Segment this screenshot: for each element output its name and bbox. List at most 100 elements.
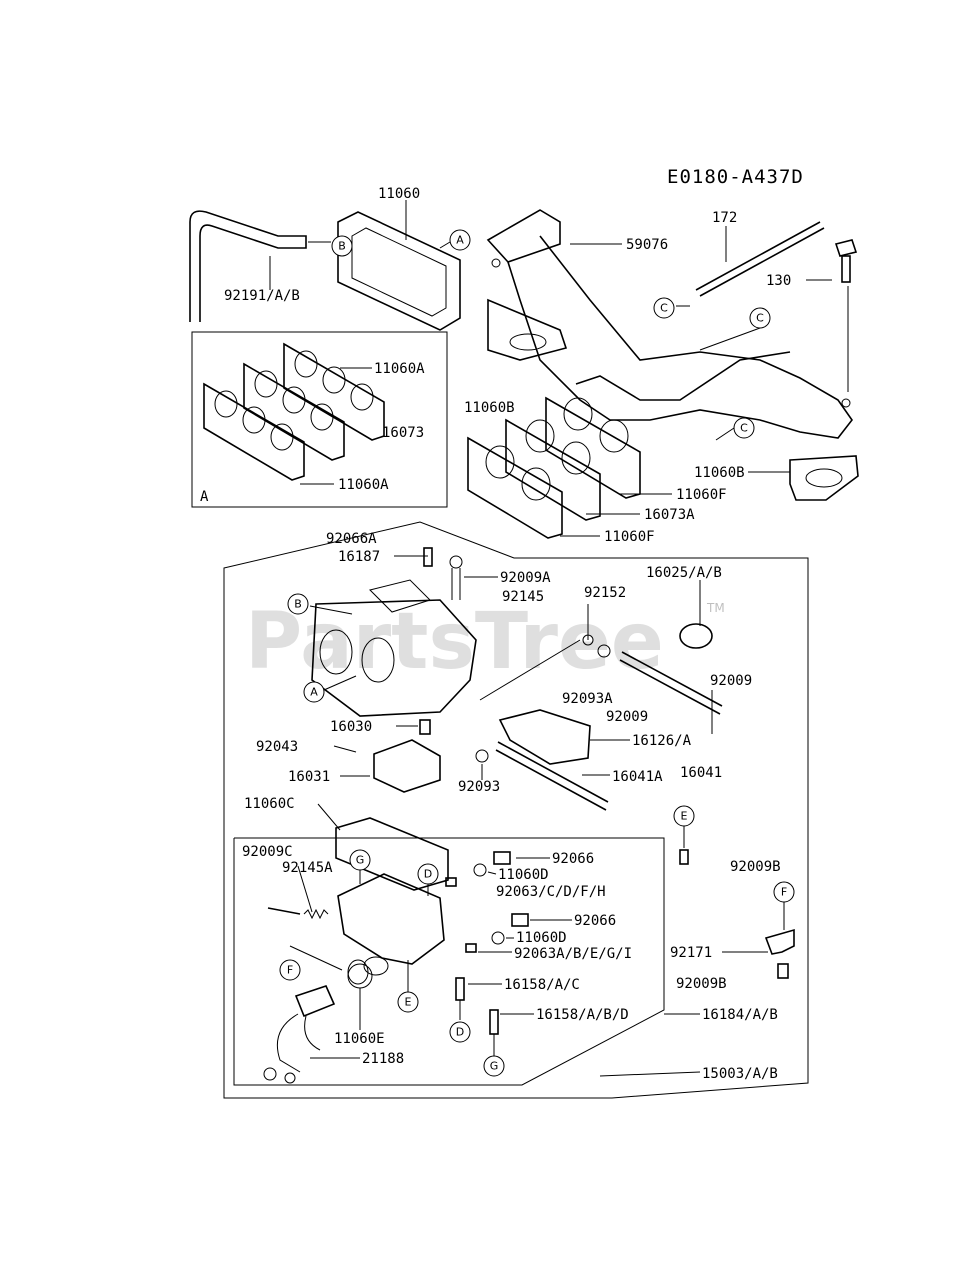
svg-text:E: E xyxy=(681,810,688,823)
callout-16073A: 16073A xyxy=(644,507,695,523)
screw-16158AC xyxy=(455,977,465,1001)
ref-marker-G-1: G xyxy=(349,849,371,871)
ref-marker-D-2: D xyxy=(449,1021,471,1043)
callout-92009-right: 92009 xyxy=(710,673,752,689)
callout-11060F-1: 11060F xyxy=(676,487,727,503)
callout-16184: 16184/A/B xyxy=(702,1007,778,1023)
callout-15003: 15003/A/B xyxy=(702,1066,778,1082)
ref-marker-F-2: F xyxy=(279,959,301,981)
svg-text:A: A xyxy=(456,234,464,247)
svg-text:F: F xyxy=(781,886,787,899)
nut-92093 xyxy=(475,749,489,763)
callout-92145A: 92145A xyxy=(282,860,333,876)
callout-92009-mid: 92009 xyxy=(606,709,648,725)
svg-text:C: C xyxy=(660,302,668,315)
callout-16126: 16126/A xyxy=(632,733,692,749)
solenoid-21188 xyxy=(263,985,336,1084)
callout-16031: 16031 xyxy=(288,769,330,785)
callout-92063CDFH: 92063/C/D/F/H xyxy=(496,884,606,900)
callout-92063ABEGI: 92063A/B/E/G/I xyxy=(514,946,632,962)
callout-92043: 92043 xyxy=(256,739,298,755)
callout-92009A: 92009A xyxy=(500,570,551,586)
svg-text:F: F xyxy=(287,964,293,977)
ref-marker-B-carb: B xyxy=(287,593,309,615)
callout-92152: 92152 xyxy=(584,585,626,601)
callout-11060F-2: 11060F xyxy=(604,529,655,545)
choke-shaft-16041A xyxy=(495,741,609,811)
ref-marker-F-1: F xyxy=(773,881,795,903)
screw-16158ABD xyxy=(489,1009,499,1035)
callout-21188: 21188 xyxy=(362,1051,404,1067)
callout-92009C: 92009C xyxy=(242,844,293,860)
svg-text:G: G xyxy=(490,1060,499,1073)
ref-marker-A-carb: A xyxy=(303,681,325,703)
callout-130: 130 xyxy=(766,273,791,289)
callout-16187: 16187 xyxy=(338,549,380,565)
gasket-stack-right xyxy=(467,396,641,539)
ref-marker-D-1: D xyxy=(417,863,439,885)
callout-16041A: 16041A xyxy=(612,769,663,785)
ref-marker-B-top: B xyxy=(331,235,353,257)
ref-marker-G-2: G xyxy=(483,1055,505,1077)
callout-11060B-right: 11060B xyxy=(694,465,745,481)
callout-92009B-bottom: 92009B xyxy=(676,976,727,992)
callout-92066-2: 92066 xyxy=(574,913,616,929)
diagram-code: E0180-A437D xyxy=(667,166,804,188)
svg-text:D: D xyxy=(456,1026,464,1039)
callout-16041: 16041 xyxy=(680,765,722,781)
throttle-shaft xyxy=(619,651,723,715)
svg-text:C: C xyxy=(756,312,764,325)
callout-11060A-1: 11060A xyxy=(374,361,425,377)
ref-marker-A-top: A xyxy=(449,229,471,251)
callout-11060D-1: 11060D xyxy=(498,867,549,883)
callout-16025: 16025/A/B xyxy=(646,565,722,581)
svg-text:G: G xyxy=(356,854,365,867)
spring-92145A xyxy=(303,908,329,920)
stud-172 xyxy=(695,221,821,291)
callout-92191: 92191/A/B xyxy=(224,288,300,304)
screw-92009B xyxy=(777,963,789,979)
bracket-92171 xyxy=(764,928,795,955)
oring-11060D-2 xyxy=(491,931,505,945)
callout-16030: 16030 xyxy=(330,719,372,735)
bolt-130 xyxy=(834,239,858,283)
ref-marker-C-2: C xyxy=(749,307,771,329)
ref-marker-C-3: C xyxy=(733,417,755,439)
oring-11060D-1 xyxy=(473,863,487,877)
callout-11060C: 11060C xyxy=(244,796,295,812)
callout-11060: 11060 xyxy=(378,186,420,202)
box-inset-A xyxy=(191,331,448,508)
callout-11060A-2: 11060A xyxy=(338,477,389,493)
callout-92066A: 92066A xyxy=(326,531,377,547)
breather-hose xyxy=(189,210,307,322)
callout-59076: 59076 xyxy=(626,237,668,253)
plug-92066-2 xyxy=(511,913,529,927)
washer-92152 xyxy=(597,644,611,658)
callout-16158ABD: 16158/A/B/D xyxy=(536,1007,629,1023)
gasket-11060C xyxy=(335,817,449,891)
callout-172: 172 xyxy=(712,210,737,226)
plug-92066-1 xyxy=(493,851,511,865)
ref-marker-E-1: E xyxy=(673,805,695,827)
callout-92009B-top: 92009B xyxy=(730,859,781,875)
gasket-11060 xyxy=(337,211,461,331)
float-16031 xyxy=(333,719,441,793)
callout-92066-1: 92066 xyxy=(552,851,594,867)
svg-text:C: C xyxy=(740,422,748,435)
svg-text:B: B xyxy=(338,240,346,253)
leader-lines xyxy=(269,200,849,1077)
callout-92093: 92093 xyxy=(458,779,500,795)
inset-label-A: A xyxy=(200,489,209,505)
ref-marker-C-1: C xyxy=(653,297,675,319)
callout-92171: 92171 xyxy=(670,945,712,961)
washer-11060E xyxy=(347,963,373,989)
callout-11060D-2: 11060D xyxy=(516,930,567,946)
choke-plate xyxy=(679,623,713,649)
gasket-stack-inset xyxy=(203,342,385,481)
screw-92009C xyxy=(267,907,301,915)
svg-text:A: A xyxy=(310,686,318,699)
callout-16073: 16073 xyxy=(382,425,424,441)
callout-92145: 92145 xyxy=(502,589,544,605)
box-main-assembly xyxy=(223,521,809,1099)
